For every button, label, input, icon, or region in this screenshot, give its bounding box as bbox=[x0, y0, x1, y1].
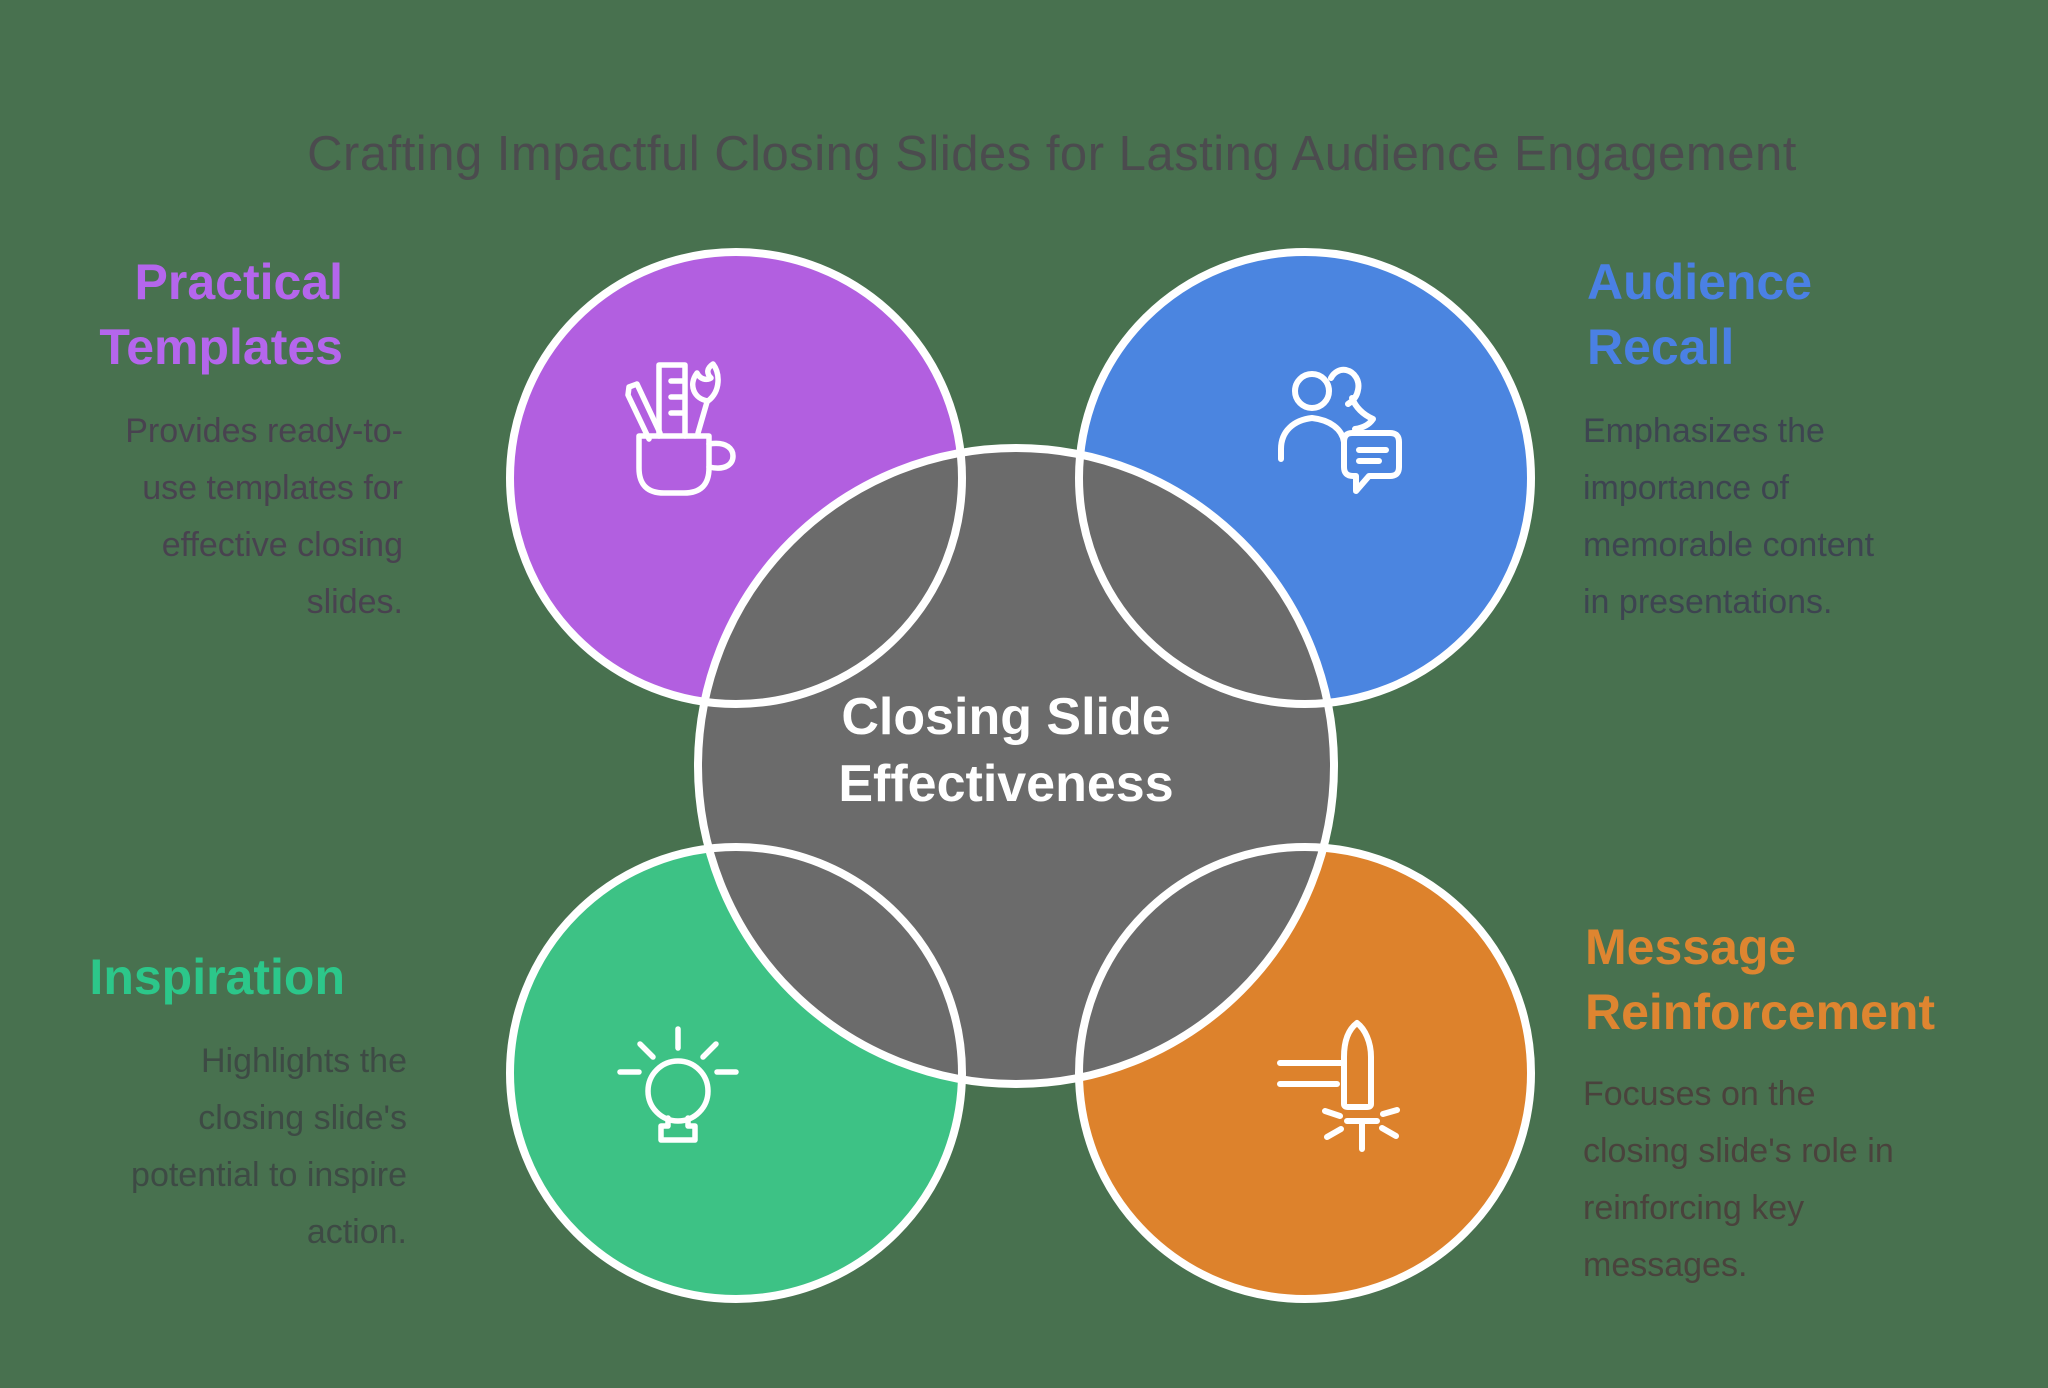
section-title-inspiration: Inspiration bbox=[89, 949, 345, 1005]
section-description-practical-templates: Provides ready-to- use templates for eff… bbox=[125, 412, 403, 621]
circle-practical-templates-outline bbox=[506, 248, 966, 708]
mug-with-art-tools-icon bbox=[625, 361, 736, 496]
section-description-message-reinforcement: Focuses on the closing slide's role in r… bbox=[1583, 1075, 1894, 1284]
section-description-inspiration: Highlights the closing slide's potential… bbox=[131, 1042, 407, 1251]
circle-message-reinforcement-outline bbox=[1075, 843, 1535, 1303]
circle-center-outline bbox=[694, 444, 1338, 1088]
section-description-audience-recall: Emphasizes the importance of memorable c… bbox=[1583, 412, 1875, 621]
section-title-audience-recall: Audience Recall bbox=[1587, 254, 1813, 375]
circle-center bbox=[698, 448, 1334, 1084]
page-title: Crafting Impactful Closing Slides for La… bbox=[307, 127, 1797, 181]
center-circle-label: Closing Slide Effectiveness bbox=[838, 688, 1174, 813]
people-chat-icon bbox=[1278, 366, 1402, 494]
section-title-practical-templates: Practical Templates bbox=[99, 254, 343, 375]
spotlight-beam-icon bbox=[1277, 1020, 1400, 1152]
section-title-message-reinforcement: Message Reinforcement bbox=[1585, 919, 1936, 1040]
circle-audience-recall-outline bbox=[1075, 248, 1535, 708]
circle-inspiration-outline bbox=[506, 843, 966, 1303]
lightbulb-rays-icon bbox=[617, 1026, 739, 1143]
